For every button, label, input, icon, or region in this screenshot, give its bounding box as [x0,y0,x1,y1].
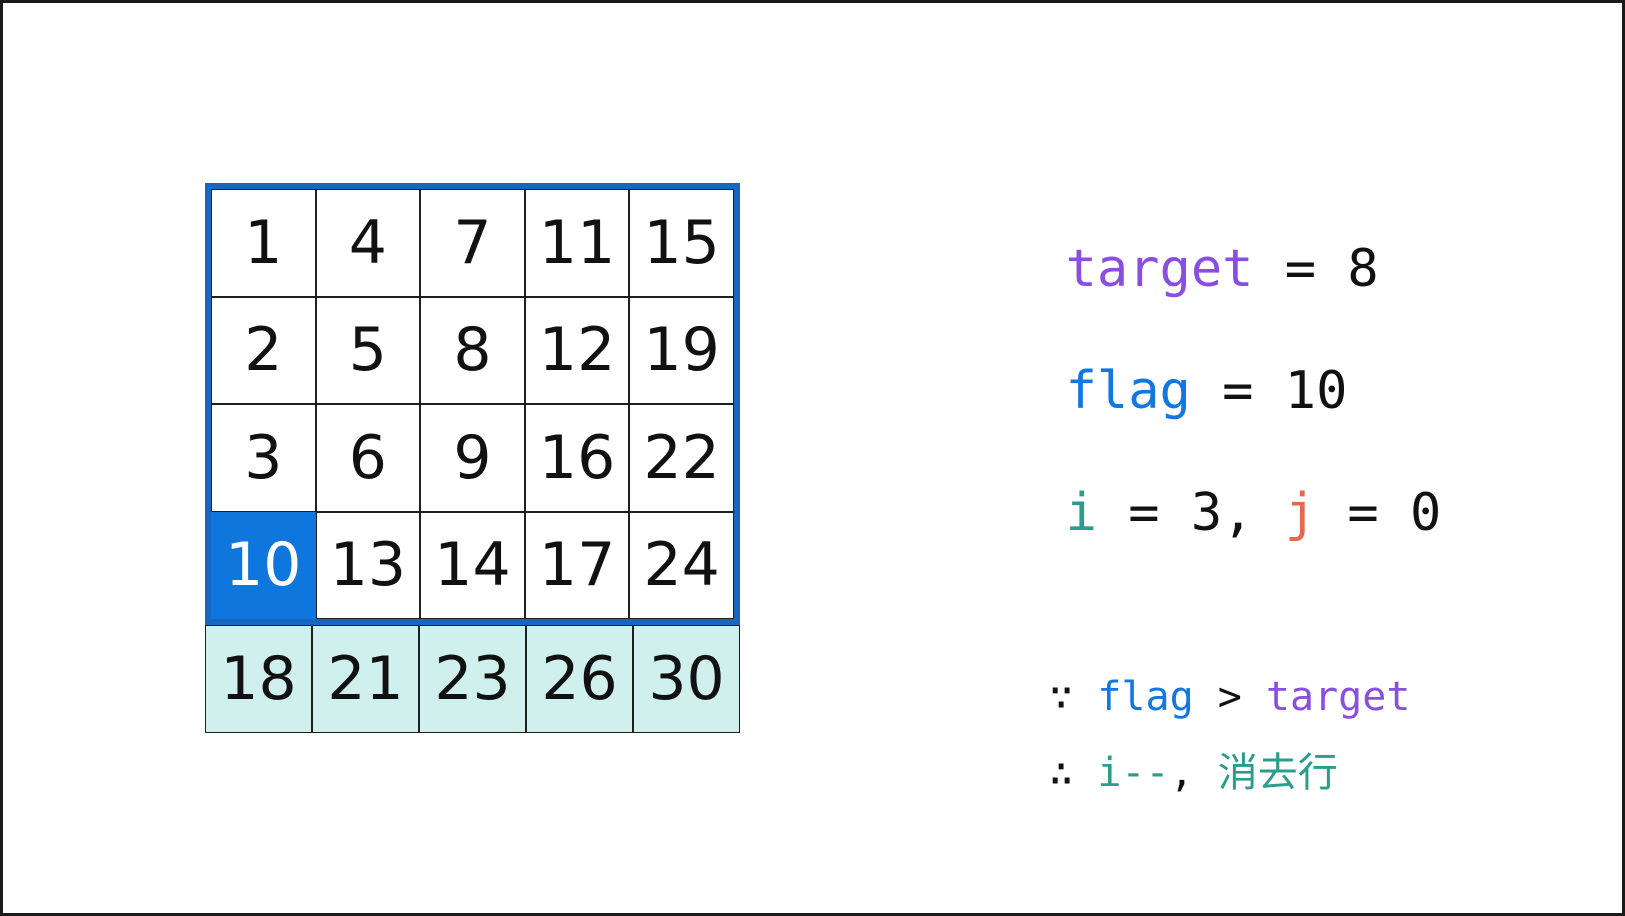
therefore-action-line: ∴ i--, 消去行 [1001,701,1338,797]
matrix-cell: 19 [629,296,734,404]
matrix-cell: 6 [315,404,421,512]
matrix-cell: 7 [420,189,525,297]
matrix-cell: 8 [420,296,525,404]
because-flag: flag [1097,674,1194,720]
matrix-cell: 22 [629,404,734,512]
matrix-cell: 14 [420,511,525,619]
matrix-cell-eliminated: 30 [633,625,740,733]
index-values-line: i = 3, j = 0 [1003,423,1442,543]
eliminate-row-label: 消去行 [1217,750,1338,796]
matrix-cell: 1 [211,189,316,297]
matrix-row: 2 5 8 12 19 [211,296,734,404]
matrix-cell: 11 [524,189,630,297]
decrement-expression: i-- [1097,750,1170,796]
j-value: = 0 [1316,483,1442,543]
matrix-cell: 13 [315,511,421,619]
greater-than-operator: > [1193,674,1266,720]
matrix-eliminated-row: 18 21 23 26 30 [205,625,740,733]
matrix-cell: 12 [524,296,630,404]
matrix-cell: 3 [211,404,316,512]
because-target: target [1265,674,1411,720]
matrix-cell-eliminated: 18 [205,625,312,733]
therefore-symbol: ∴ [1049,750,1098,796]
i-variable: i [1065,483,1097,543]
matrix-cell: 15 [629,189,734,297]
matrix-cell: 9 [420,404,525,512]
matrix-active-region: 1 4 7 11 15 2 5 8 12 19 3 6 9 16 22 10 1… [205,183,740,625]
matrix-cell: 24 [629,511,734,619]
matrix-cell: 17 [524,511,630,619]
target-value-line: target = 8 [1003,179,1379,299]
matrix-cell: 16 [524,404,630,512]
because-symbol: ∵ [1049,674,1098,720]
matrix-cell-eliminated: 21 [312,625,419,733]
target-keyword: target [1065,239,1254,299]
flag-value: = 10 [1190,361,1348,421]
i-value: = 3, [1096,483,1285,543]
matrix-row: 1 4 7 11 15 [211,189,734,297]
matrix-cell: 5 [315,296,421,404]
comma-separator: , [1169,750,1218,796]
matrix-cell-eliminated: 26 [526,625,633,733]
matrix-row: 3 6 9 16 22 [211,404,734,512]
matrix-cell: 2 [211,296,316,404]
j-variable: j [1284,483,1317,543]
flag-keyword: flag [1065,361,1191,421]
matrix-cell-eliminated: 23 [419,625,526,733]
because-condition-line: ∵ flag > target [1001,625,1410,721]
matrix-row: 10 13 14 17 24 [211,511,734,619]
flag-value-line: flag = 10 [1003,301,1348,421]
matrix-cell: 4 [315,189,421,297]
target-value: = 8 [1253,239,1379,299]
matrix-cell-current: 10 [211,511,316,619]
